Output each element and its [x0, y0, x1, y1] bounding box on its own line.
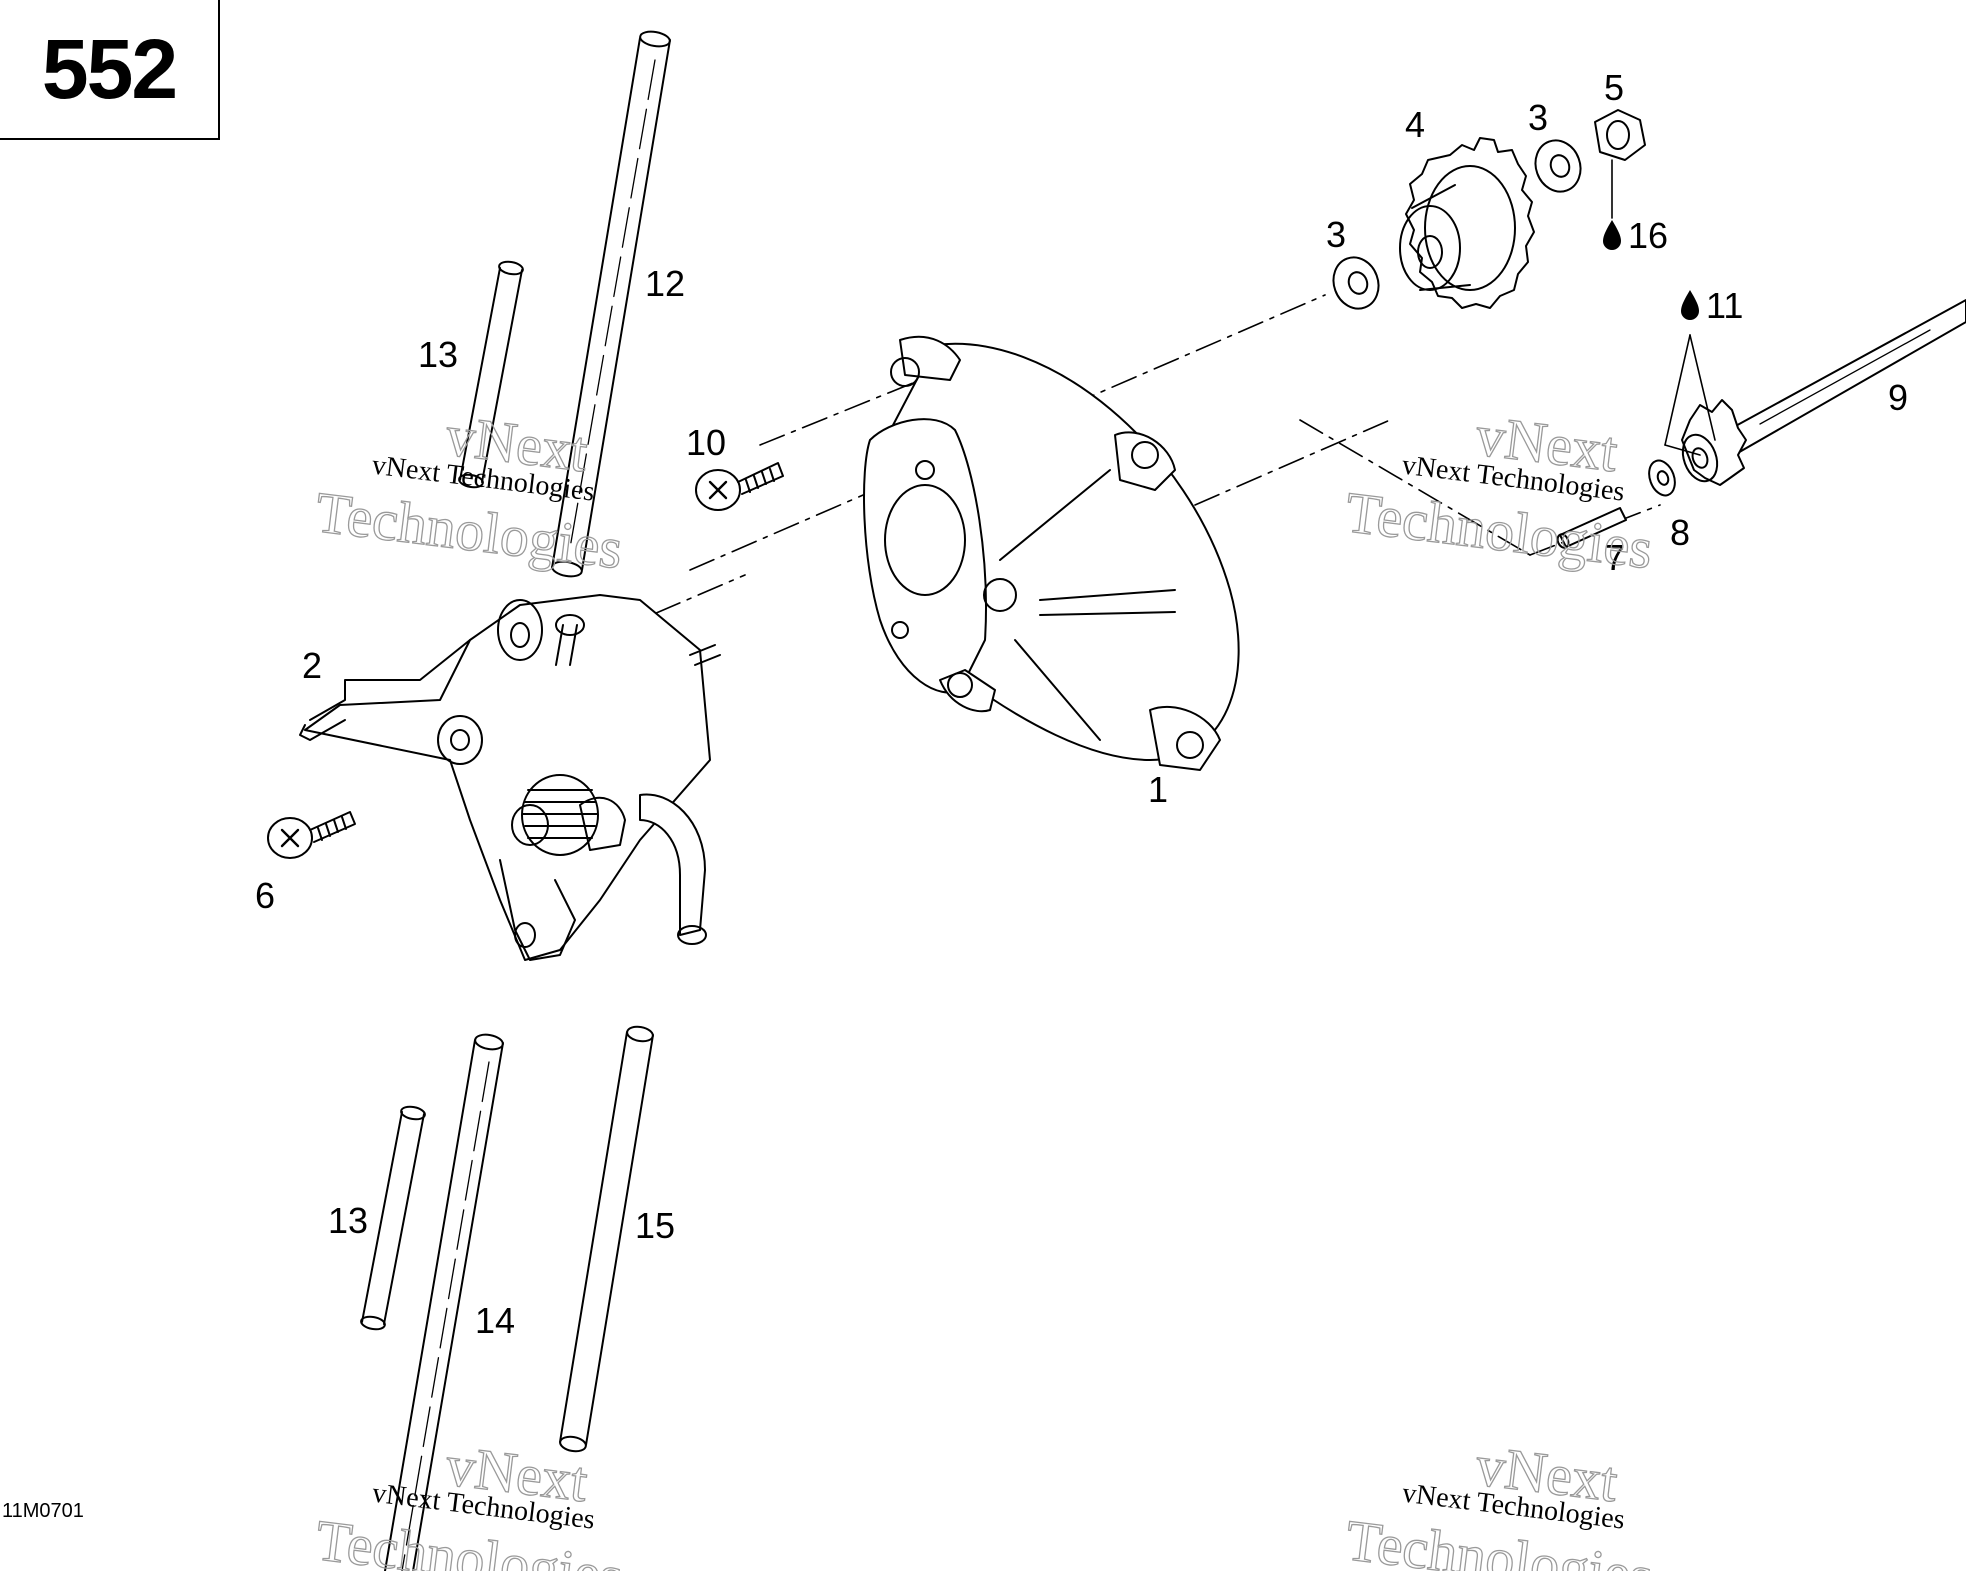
leader-lines — [1664, 334, 1716, 456]
callout-3a: 3 — [1326, 214, 1346, 255]
oil-pump-2 — [299, 594, 721, 961]
pin-7 — [1556, 507, 1627, 549]
page-number: 552 — [41, 21, 178, 116]
callout-11: 11 — [1706, 285, 1743, 326]
tube-13-bottom — [360, 1105, 426, 1331]
page-number-box: 552 — [0, 0, 220, 140]
pump-housing-1 — [863, 335, 1240, 771]
callout-4: 4 — [1405, 104, 1425, 145]
watermark-top-right: vNext Technologies vNext Technologies — [1341, 402, 1656, 582]
washer-8 — [1648, 459, 1676, 497]
screw-6 — [267, 811, 356, 859]
callout-7: 7 — [1605, 537, 1625, 578]
callout-1: 1 — [1148, 769, 1168, 810]
reference-code: 11M0701 — [2, 1500, 84, 1522]
callout-16: 16 — [1628, 215, 1668, 256]
shaft-9 — [1681, 299, 1966, 486]
watermark-bottom-left: vNext Technologies vNext Technologies — [312, 1432, 627, 1571]
tube-14 — [384, 1033, 504, 1571]
oil-drop-icon — [1603, 220, 1621, 250]
callout-13a: 13 — [418, 334, 458, 375]
washer-3-left — [1332, 256, 1380, 310]
nut-5 — [1594, 109, 1646, 219]
callout-5: 5 — [1604, 67, 1624, 108]
callout-8: 8 — [1670, 512, 1690, 553]
watermark-top-left: vNext Technologies vNext Technologies — [311, 402, 626, 582]
gear-4 — [1399, 137, 1535, 309]
callout-3b: 3 — [1528, 97, 1548, 138]
callout-13b: 13 — [328, 1200, 368, 1241]
oil-drop-icon — [1681, 290, 1699, 320]
callout-15: 15 — [635, 1205, 675, 1246]
callout-14: 14 — [475, 1300, 515, 1341]
callout-9: 9 — [1888, 377, 1908, 418]
tube-15 — [559, 1025, 654, 1453]
callout-12: 12 — [645, 263, 685, 304]
tube-13-top — [458, 260, 524, 489]
washer-3-right — [1534, 139, 1582, 193]
callout-6: 6 — [255, 875, 275, 916]
callout-2: 2 — [302, 645, 322, 686]
watermark-bottom-right: vNext Technologies vNext Technologies — [1342, 1432, 1657, 1571]
tube-12 — [551, 30, 671, 578]
screw-10 — [695, 462, 784, 511]
callout-10: 10 — [686, 422, 726, 463]
